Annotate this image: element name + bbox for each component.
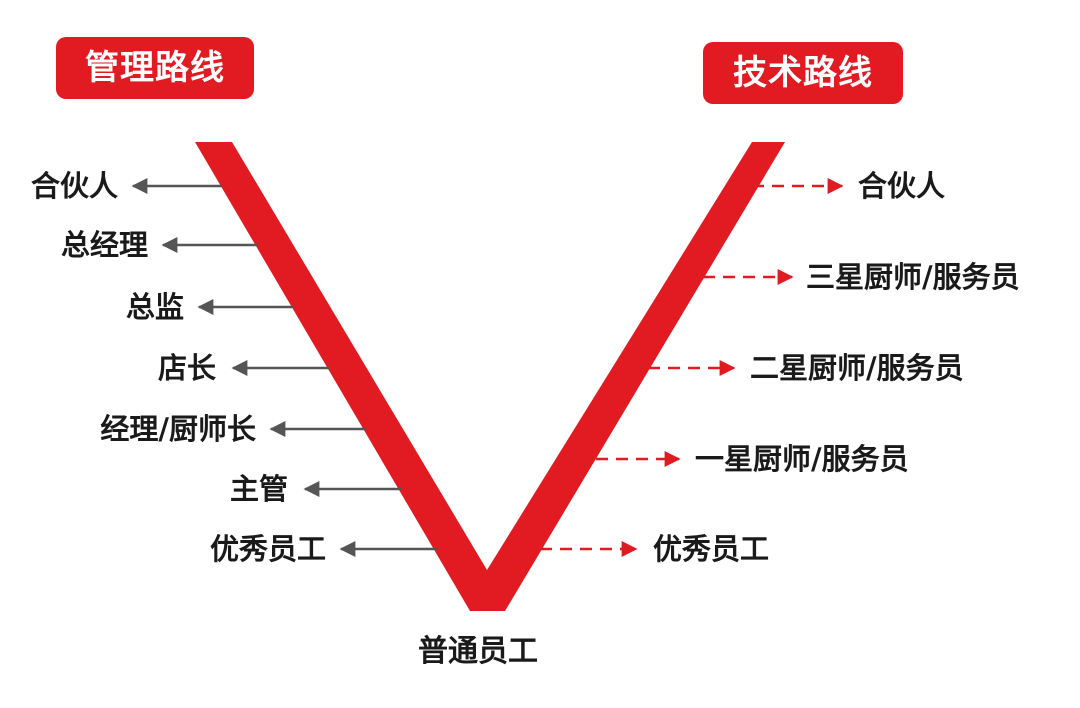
mgmt-level-store-mgr: 店长 <box>157 351 216 385</box>
mgmt-level-manager: 经理/厨师长 <box>100 412 256 446</box>
tech-level-1star: 一星厨师/服务员 <box>695 442 909 476</box>
mgmt-level-director: 总监 <box>125 290 184 324</box>
tech-level-top-staff: 优秀员工 <box>653 532 770 566</box>
management-route-badge: 管理路线 <box>56 37 254 99</box>
v-shape <box>195 142 785 611</box>
mgmt-level-supervisor: 主管 <box>229 472 288 506</box>
mgmt-level-partner: 合伙人 <box>30 169 118 203</box>
tech-level-3star: 三星厨师/服务员 <box>806 260 1020 294</box>
base-level-staff: 普通员工 <box>418 634 538 669</box>
tech-level-2star: 二星厨师/服务员 <box>750 351 964 385</box>
technical-route-badge: 技术路线 <box>703 42 903 104</box>
mgmt-level-top-staff: 优秀员工 <box>209 532 326 566</box>
tech-level-partner: 合伙人 <box>858 169 946 203</box>
mgmt-level-gm: 总经理 <box>60 228 148 262</box>
